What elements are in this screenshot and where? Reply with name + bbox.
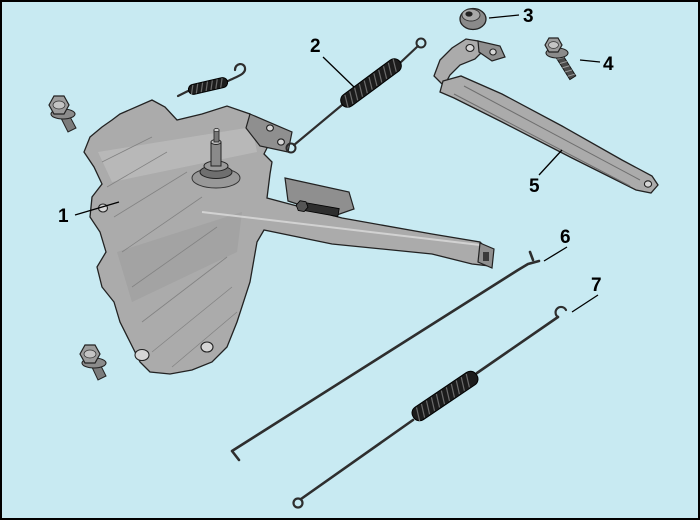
lever-main-arm (439, 75, 659, 194)
part-label-1: 1 (58, 206, 69, 227)
leader-line-7 (571, 294, 599, 313)
bracket-hole (200, 341, 214, 353)
cap-hole (465, 11, 473, 17)
arm-highlight (201, 211, 481, 246)
part-rod-spring (292, 305, 568, 509)
part-control-rod (230, 250, 541, 462)
leader-line-2 (322, 56, 355, 88)
bracket-facet-shadow (117, 212, 242, 302)
part-label-7: 7 (591, 275, 602, 296)
hex-bolt-top (48, 95, 77, 133)
part-mounting-bracket (48, 63, 495, 381)
spring-hook-top (415, 37, 427, 49)
bracket-hatching (101, 136, 238, 368)
spring-hook-bottom (285, 142, 297, 154)
part-bolt (544, 37, 577, 81)
part-extension-spring (285, 37, 427, 154)
leader-line-6 (543, 246, 568, 262)
hex-bolt-bottom (79, 344, 107, 381)
leader-lines (74, 14, 601, 313)
leader-line-1 (74, 201, 120, 216)
part-cap (459, 7, 487, 31)
part-labels: 1 2 3 4 5 6 7 (58, 6, 614, 296)
part-label-5: 5 (529, 176, 540, 197)
part-lever-arm (433, 38, 659, 194)
part-label-3: 3 (523, 6, 534, 27)
part-label-2: 2 (310, 36, 321, 57)
arm-end-slot (483, 252, 489, 261)
small-top-spring (176, 63, 247, 98)
part-label-4: 4 (603, 54, 614, 75)
lever-tip-hole (643, 180, 653, 188)
part-label-6: 6 (560, 227, 571, 248)
bracket-hole (134, 348, 150, 362)
rod-hook-bottom (292, 497, 304, 509)
rod-hook-top (554, 305, 568, 319)
rod-spring-coil (411, 370, 479, 422)
leader-line-3 (488, 14, 520, 19)
pivot-shaft (191, 128, 241, 189)
leader-line-5 (538, 149, 563, 176)
spring-coil (340, 58, 402, 108)
sub-bracket (284, 177, 355, 217)
leader-line-4 (579, 59, 601, 63)
